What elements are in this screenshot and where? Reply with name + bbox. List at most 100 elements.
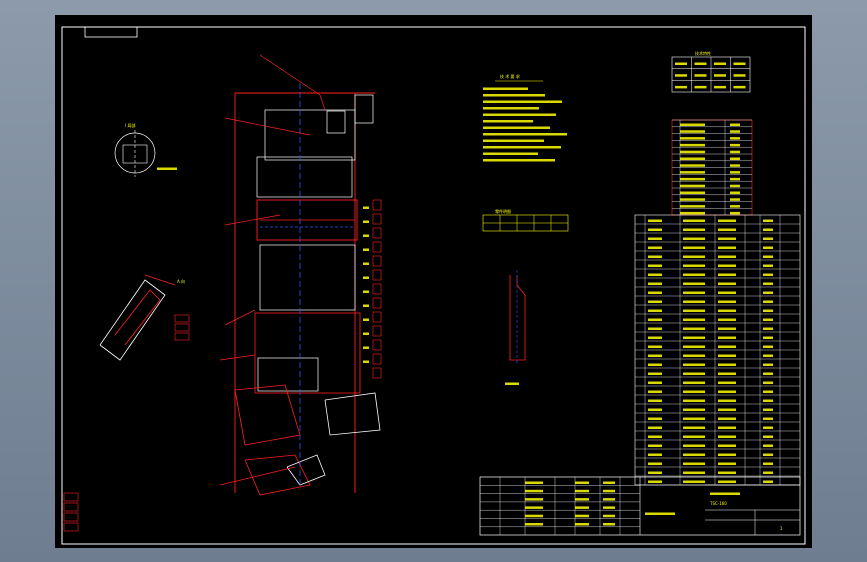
label-mark [763, 480, 773, 483]
label-mark [763, 246, 773, 249]
label-mark [763, 255, 773, 258]
callout-box [372, 199, 382, 211]
leader-line [319, 94, 326, 111]
label-mark [648, 282, 662, 285]
callout-box [372, 213, 382, 225]
label-mark [730, 171, 740, 174]
callout-box [372, 255, 382, 267]
label-mark [694, 74, 707, 77]
label-mark [683, 354, 705, 357]
label-mark [680, 143, 705, 147]
label-mark [680, 198, 705, 201]
label-mark [363, 332, 369, 335]
label-mark [525, 498, 543, 501]
label-mark [648, 354, 662, 357]
label-mark [483, 133, 567, 136]
view-label: A 向 [177, 278, 185, 284]
rotated-part [244, 454, 311, 496]
label-mark [483, 120, 533, 123]
label-mark [648, 444, 662, 447]
label-mark [525, 489, 543, 493]
detail-part [122, 144, 148, 164]
label-mark [718, 255, 736, 258]
label-mark [683, 327, 705, 330]
label-mark [763, 309, 773, 312]
label-mark [680, 211, 705, 215]
leader-line [224, 309, 256, 326]
callout-box [174, 332, 190, 341]
label-mark [648, 426, 662, 429]
callout-box [372, 283, 382, 295]
label-mark [603, 481, 615, 484]
label-mark [718, 318, 736, 321]
label-mark [363, 248, 369, 251]
upper-inset [326, 110, 346, 134]
label-mark [648, 453, 662, 456]
label-mark [718, 399, 736, 402]
margin-cell [63, 512, 79, 522]
label-mark [683, 318, 705, 321]
label-mark [648, 291, 662, 294]
label-mark [714, 62, 726, 65]
label-mark [763, 417, 773, 420]
label-mark [363, 290, 369, 293]
label-mark [648, 381, 662, 384]
label-mark [763, 390, 773, 393]
label-mark [603, 498, 615, 501]
label-mark [648, 300, 662, 303]
base-inner [257, 357, 319, 392]
leader-line [224, 214, 281, 226]
label-mark [730, 177, 740, 181]
label-mark [683, 480, 705, 483]
label-mark [648, 273, 662, 276]
label-mark [763, 462, 773, 465]
label-mark [718, 426, 736, 429]
label-mark [363, 346, 369, 349]
label-mark [680, 205, 705, 208]
label-mark [763, 264, 773, 267]
label-mark [525, 514, 543, 518]
label-mark [733, 62, 746, 65]
label-mark [763, 426, 773, 429]
label-mark [730, 205, 740, 208]
callout-box [372, 227, 382, 239]
label-mark [648, 336, 662, 339]
label-mark [648, 237, 662, 240]
label-mark [683, 264, 705, 267]
leader-line [144, 274, 176, 286]
label-mark [683, 381, 705, 384]
label-mark [363, 262, 369, 265]
label-mark [648, 327, 662, 330]
callout-box [372, 311, 382, 323]
label-mark [718, 345, 736, 348]
label-mark [730, 211, 740, 215]
label-mark [363, 318, 369, 321]
label-mark [683, 237, 705, 240]
label-mark [683, 246, 705, 249]
label-mark [575, 514, 589, 518]
label-mark [718, 453, 736, 456]
label-mark [763, 399, 773, 402]
label-mark [683, 363, 705, 366]
label-mark [730, 157, 740, 160]
label-mark [645, 512, 675, 515]
top-left-label-box [84, 26, 138, 38]
detail-title: I 局部 [125, 122, 135, 128]
section-view [509, 275, 526, 361]
label-mark [575, 498, 589, 501]
label-mark [575, 489, 589, 493]
label-mark [483, 139, 544, 142]
leader-line [219, 354, 256, 361]
label-mark [680, 150, 705, 154]
lower-section [259, 244, 356, 311]
param-table-title: 技术特性 [695, 50, 711, 56]
label-mark [718, 291, 736, 294]
label-mark [603, 514, 615, 518]
callout-box [372, 353, 382, 365]
label-mark [694, 85, 707, 89]
label-mark [363, 276, 369, 279]
leader-line [224, 117, 311, 136]
label-mark [575, 523, 589, 526]
label-mark [483, 159, 555, 162]
